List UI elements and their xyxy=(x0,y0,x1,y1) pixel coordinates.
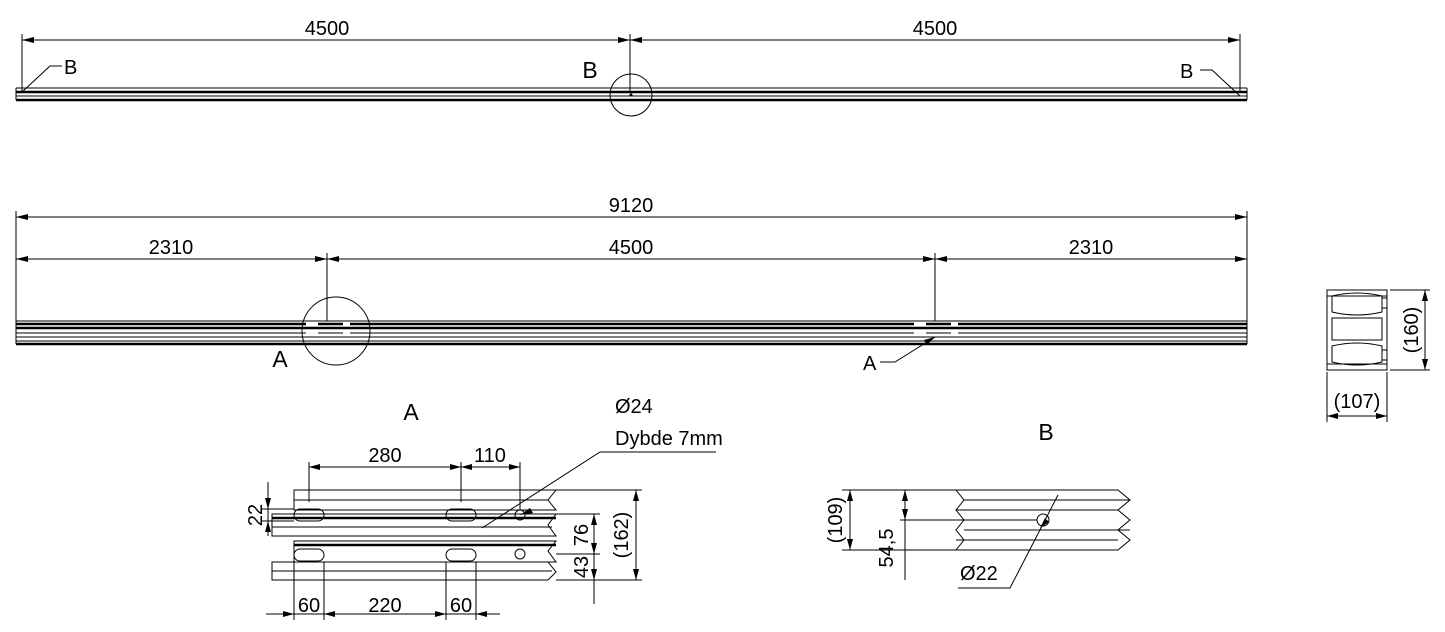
detail-a-dim-110: 110 xyxy=(474,445,506,467)
detail-a-title: A xyxy=(403,399,419,425)
top-view: 4500 4500 B B B xyxy=(15,18,1248,117)
detail-a-circle xyxy=(301,296,371,366)
detail-a-dim-22: 22 xyxy=(245,504,267,526)
detail-a: A Ø24 Dybde 7mm 280 110 xyxy=(245,396,723,620)
top-label-right: B xyxy=(1180,61,1193,83)
detail-b: B (109) 54,5 Ø22 xyxy=(825,419,1131,589)
mid-dim-right: 2310 xyxy=(1069,237,1114,259)
top-dim-left: 4500 xyxy=(305,18,350,40)
middle-view: 9120 2310 4500 2310 A A xyxy=(15,195,1248,375)
detail-b-dim-54-5: 54,5 xyxy=(876,529,898,568)
detail-a-dim-220: 220 xyxy=(368,595,401,617)
detail-a-dim-60-left: 60 xyxy=(298,595,320,617)
top-label-left: B xyxy=(64,57,77,79)
mid-dim-mid: 4500 xyxy=(609,237,654,259)
detail-a-dim-280: 280 xyxy=(368,445,401,467)
detail-a-dim-43: 43 xyxy=(571,556,593,578)
detail-a-dim-60-right: 60 xyxy=(450,595,472,617)
detail-b-hole-diameter: Ø22 xyxy=(960,563,998,585)
detail-b-circle xyxy=(609,73,653,117)
detail-a-hole-diameter: Ø24 xyxy=(615,396,653,418)
top-label-center: B xyxy=(582,57,597,83)
mid-dim-total: 9120 xyxy=(609,195,654,217)
top-dim-right: 4500 xyxy=(913,18,958,40)
section-height: (160) xyxy=(1401,307,1423,354)
detail-b-dim-109: (109) xyxy=(825,497,847,544)
section-view: (160) (107) xyxy=(1326,289,1430,422)
mid-label-right: A xyxy=(863,353,877,375)
detail-b-title: B xyxy=(1038,419,1053,445)
mid-label-left: A xyxy=(272,346,288,372)
detail-a-dim-162: (162) xyxy=(611,512,633,559)
section-width: (107) xyxy=(1334,391,1381,413)
detail-a-dim-76: 76 xyxy=(571,524,593,546)
mid-dim-left: 2310 xyxy=(149,237,194,259)
detail-a-hole-depth: Dybde 7mm xyxy=(615,428,723,450)
